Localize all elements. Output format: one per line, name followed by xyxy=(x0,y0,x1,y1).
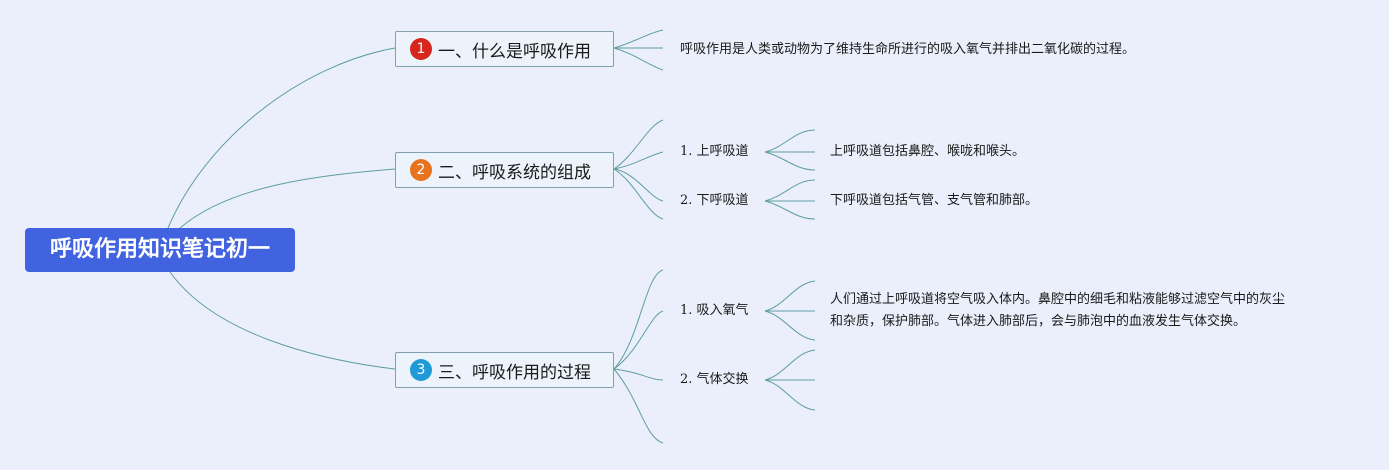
link-root-topic3 xyxy=(169,271,396,370)
subtopic-upper-airway[interactable]: 1. 上呼吸道 xyxy=(680,144,749,159)
topic-respiratory-system[interactable]: 2 二、呼吸系统的组成 xyxy=(395,152,614,188)
subtopic-gas-exchange[interactable]: 2. 气体交换 xyxy=(680,372,749,387)
subtopic-inhale-oxygen[interactable]: 1. 吸入氧气 xyxy=(680,303,749,318)
topic-label: 一、什么是呼吸作用 xyxy=(438,41,591,62)
root-topic[interactable]: 呼吸作用知识笔记初一 xyxy=(25,228,295,272)
note-inhale-oxygen[interactable]: 人们通过上呼吸道将空气吸入体内。鼻腔中的细毛和粘液能够过滤空气中的灰尘 和杂质，… xyxy=(830,289,1285,333)
note-upper-airway[interactable]: 上呼吸道包括鼻腔、喉咙和喉头。 xyxy=(830,144,1026,159)
number-badge: 1 xyxy=(410,38,432,60)
note-line: 人们通过上呼吸道将空气吸入体内。鼻腔中的细毛和粘液能够过滤空气中的灰尘 xyxy=(830,292,1286,307)
number-badge: 3 xyxy=(410,359,432,381)
link-root-topic2 xyxy=(179,168,396,229)
number-badge: 2 xyxy=(410,159,432,181)
topic-respiration-process[interactable]: 3 三、呼吸作用的过程 xyxy=(395,352,614,388)
topic-what-is-respiration[interactable]: 1 一、什么是呼吸作用 xyxy=(395,31,614,67)
note-lower-airway[interactable]: 下呼吸道包括气管、支气管和肺部。 xyxy=(830,193,1039,208)
subtopic-lower-airway[interactable]: 2. 下呼吸道 xyxy=(680,193,749,208)
link-root-topic1 xyxy=(167,47,396,229)
topic-label: 三、呼吸作用的过程 xyxy=(438,362,591,383)
topic-label: 二、呼吸系统的组成 xyxy=(438,162,591,183)
note-definition[interactable]: 呼吸作用是人类或动物为了维持生命所进行的吸入氧气并排出二氧化碳的过程。 xyxy=(680,42,1136,57)
note-line: 和杂质，保护肺部。气体进入肺部后，会与肺泡中的血液发生气体交换。 xyxy=(830,314,1247,329)
